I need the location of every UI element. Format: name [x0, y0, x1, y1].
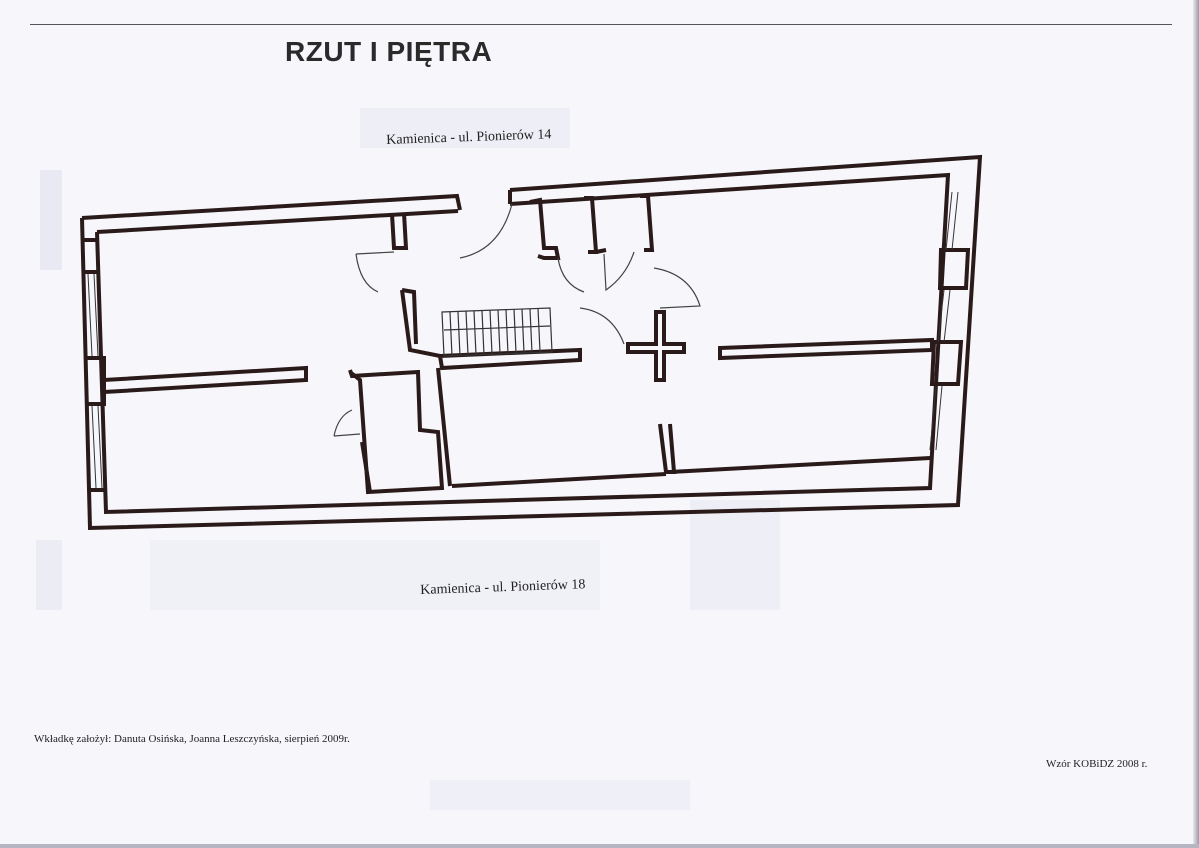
door-swing-closet-1 — [557, 257, 585, 293]
show-through-block — [360, 108, 570, 148]
windows — [87, 191, 959, 489]
left-wall-piers — [82, 238, 106, 492]
show-through-block — [150, 540, 600, 610]
show-through-block — [36, 540, 62, 610]
show-through-block — [690, 500, 780, 610]
scan-edge-right — [1193, 0, 1199, 848]
staircase — [441, 307, 553, 357]
pattern-note: Wzór KOBiDZ 2008 r. — [1046, 758, 1148, 770]
door-swing-center — [579, 307, 625, 345]
show-through-block — [40, 170, 62, 270]
door-swing-closet-2 — [603, 251, 635, 292]
plan-walls — [80, 154, 983, 531]
show-through-block — [430, 780, 690, 810]
scan-edge-bottom — [0, 844, 1199, 848]
closet-walls — [529, 194, 655, 260]
door-swing-entrance — [459, 203, 513, 259]
door-swing-bath — [333, 409, 361, 437]
outer-wall — [80, 154, 983, 531]
page-title: RZUT I PIĘTRA — [285, 36, 493, 67]
door-swing-hall — [355, 251, 395, 293]
door-swings — [333, 203, 701, 437]
left-room-divider — [103, 365, 308, 394]
door-swing-right-room — [653, 267, 701, 309]
credits-line: Wkładkę założył: Danuta Osińska, Joanna … — [34, 733, 350, 745]
top-rule — [30, 24, 1172, 25]
right-wall-piers — [929, 248, 971, 386]
interior-walls — [348, 212, 934, 495]
